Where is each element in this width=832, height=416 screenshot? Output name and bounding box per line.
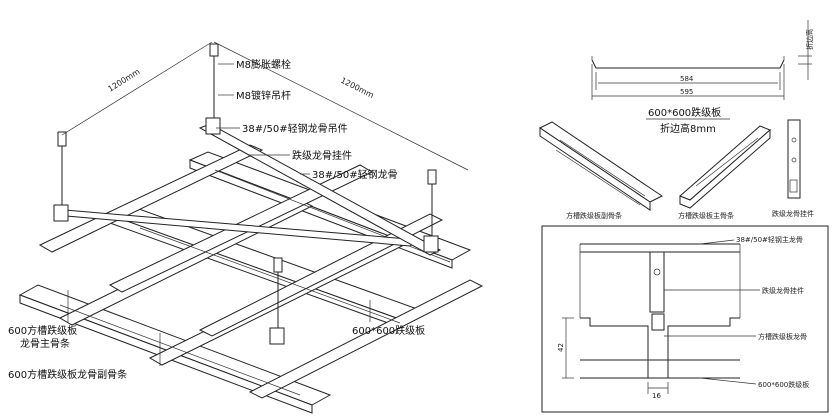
section-label-tee: 方槽跌级板龙骨 [758, 332, 807, 341]
profile-title: 600*600跌级板 [648, 106, 721, 119]
section-label-panel: 600*600跌级板 [758, 380, 809, 389]
cross-tee-6 [198, 213, 444, 337]
dim-label-1: 1200mm [106, 67, 141, 94]
label-main-tee-line1: 600方槽跌级板 [8, 324, 77, 337]
section-label-main: 38#/50#轻钢主龙骨 [736, 235, 803, 244]
section-detail: 42 16 38#/50#轻钢主龙骨 跌级龙骨挂件 方槽跌级板龙骨 600*60… [541, 225, 829, 413]
section-frame [541, 225, 829, 413]
section-label-clip: 跌级龙骨挂件 [762, 286, 804, 295]
dim-line-1 [61, 41, 213, 136]
hanger-rods [53, 43, 439, 345]
dim-line-2 [213, 41, 469, 171]
cross-tee-1 [38, 144, 264, 253]
label-cross-tee: 600方槽跌级板龙骨副骨条 [8, 368, 127, 381]
side-label: 折边高 [805, 29, 814, 50]
panel-profile: 584 595 折边高 600*600跌级板 折边高8mm [591, 20, 814, 135]
part-label-main: 方槽跌级板主骨条 [678, 211, 734, 220]
label-main-channel: 38#/50#轻钢龙骨 [312, 168, 398, 181]
label-main-tee-line2: 龙骨主骨条 [20, 337, 70, 350]
label-clip: 跌级龙骨挂件 [292, 149, 352, 162]
cross-tee-4 [248, 279, 484, 399]
label-rod: M8镀锌吊杆 [236, 89, 291, 102]
section-dim-16: 16 [652, 392, 661, 400]
part-label-cross: 方槽跌级板副骨条 [566, 211, 622, 220]
leaders [67, 63, 371, 366]
label-hanger: 38#/50#轻钢龙骨吊件 [242, 122, 348, 135]
part-label-clip: 跌级龙骨挂件 [772, 209, 814, 218]
profile-note: 折边高8mm [660, 122, 716, 135]
dim-595: 595 [680, 88, 693, 96]
dim-584: 584 [680, 75, 694, 83]
label-panel: 600*600跌级板 [352, 324, 425, 337]
isometric-grid: 1200mm 1200mm M8膨胀螺栓 M8镀锌吊杆 38#/50#轻钢龙骨吊… [8, 41, 484, 414]
section-dim-42: 42 [557, 343, 565, 352]
dim-label-2: 1200mm [339, 76, 375, 100]
part-sketches: 方槽跌级板副骨条 方槽跌级板主骨条 跌级龙骨挂件 [539, 119, 814, 220]
label-bolt: M8膨胀螺栓 [236, 58, 291, 71]
